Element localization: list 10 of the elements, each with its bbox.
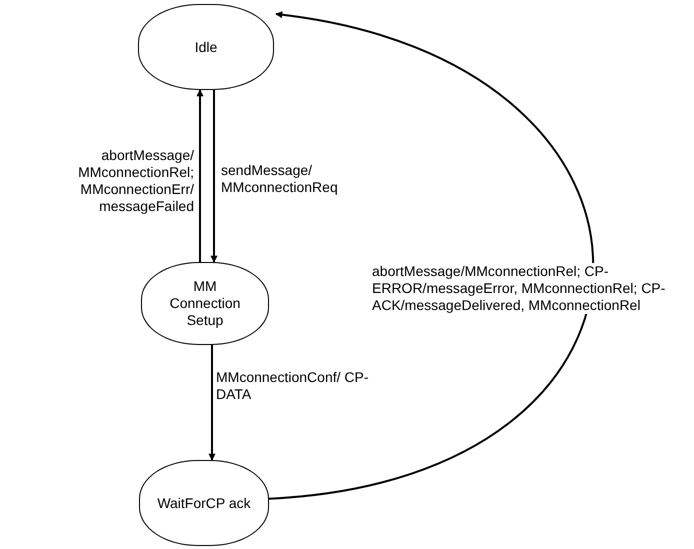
arrow [268, 12, 594, 500]
edge-label: MMconnectionConf/ CP-DATA [216, 369, 370, 403]
state-name: MM Connection Setup [168, 278, 242, 329]
arrow [196, 89, 204, 262]
arrow [210, 90, 218, 263]
state-name: Idle [194, 38, 218, 56]
arrow [208, 345, 216, 461]
state-name: WaitForCP ack [157, 494, 251, 512]
edge-label: sendMessage/ MMconnectionReq [221, 162, 339, 196]
edge-label: abortMessage/ MMconnectionRel; MMconnectionErr/ messageFailed [77, 147, 194, 215]
